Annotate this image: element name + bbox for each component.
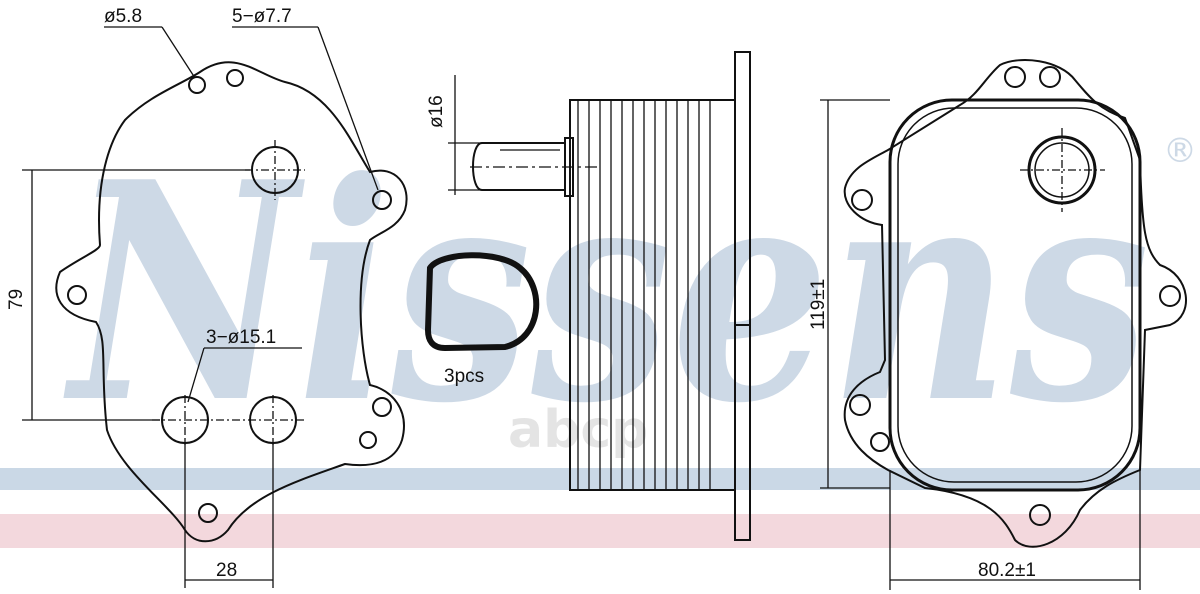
pipe-body <box>482 142 565 191</box>
bolt-hole <box>849 394 871 416</box>
bolt-hole <box>67 285 87 305</box>
bolt-hole <box>188 76 206 94</box>
front-core-outer <box>888 98 1142 492</box>
gasket <box>424 252 540 352</box>
bolt-hole <box>372 397 392 417</box>
gasket-ring <box>424 252 540 352</box>
dimension-bolt-holes: 5−ø7.7 <box>232 6 292 27</box>
bolt-hole <box>372 190 392 210</box>
bolt-hole <box>1029 504 1051 526</box>
bolt-hole <box>359 431 377 449</box>
watermark-pink-band <box>0 514 1200 548</box>
bolt-hole <box>851 189 873 211</box>
dimension-spacing: 28 <box>216 560 237 581</box>
pipe-dimension <box>448 75 482 195</box>
front-core-inner <box>897 107 1133 483</box>
cooler-stack <box>569 99 736 491</box>
dimension-large-holes: 3−ø15.1 <box>206 327 276 348</box>
bolt-hole <box>1039 66 1061 88</box>
watermark-registered-mark: ® <box>1163 131 1197 171</box>
dimension-hole-small: ø5.8 <box>104 6 142 27</box>
watermark-brand: Nissens <box>62 116 1150 469</box>
flange-dimensions <box>22 26 379 588</box>
side-view <box>470 51 751 541</box>
cooler-fins <box>577 100 711 490</box>
dimension-width-right: 80.2±1 <box>978 560 1036 581</box>
bolt-hole <box>226 69 244 87</box>
bolt-hole <box>870 432 890 452</box>
gasket-quantity: 3pcs <box>444 366 484 387</box>
bolt-hole <box>198 503 218 523</box>
bolt-hole <box>1159 285 1181 307</box>
bolt-hole <box>1004 66 1026 88</box>
dimension-pipe-diameter: ø16 <box>426 95 447 128</box>
dimension-height-right: 119±1 <box>808 279 829 330</box>
front-dimensions <box>820 99 1141 590</box>
flange-outline <box>55 61 408 543</box>
dimension-height-left: 79 <box>6 289 27 310</box>
